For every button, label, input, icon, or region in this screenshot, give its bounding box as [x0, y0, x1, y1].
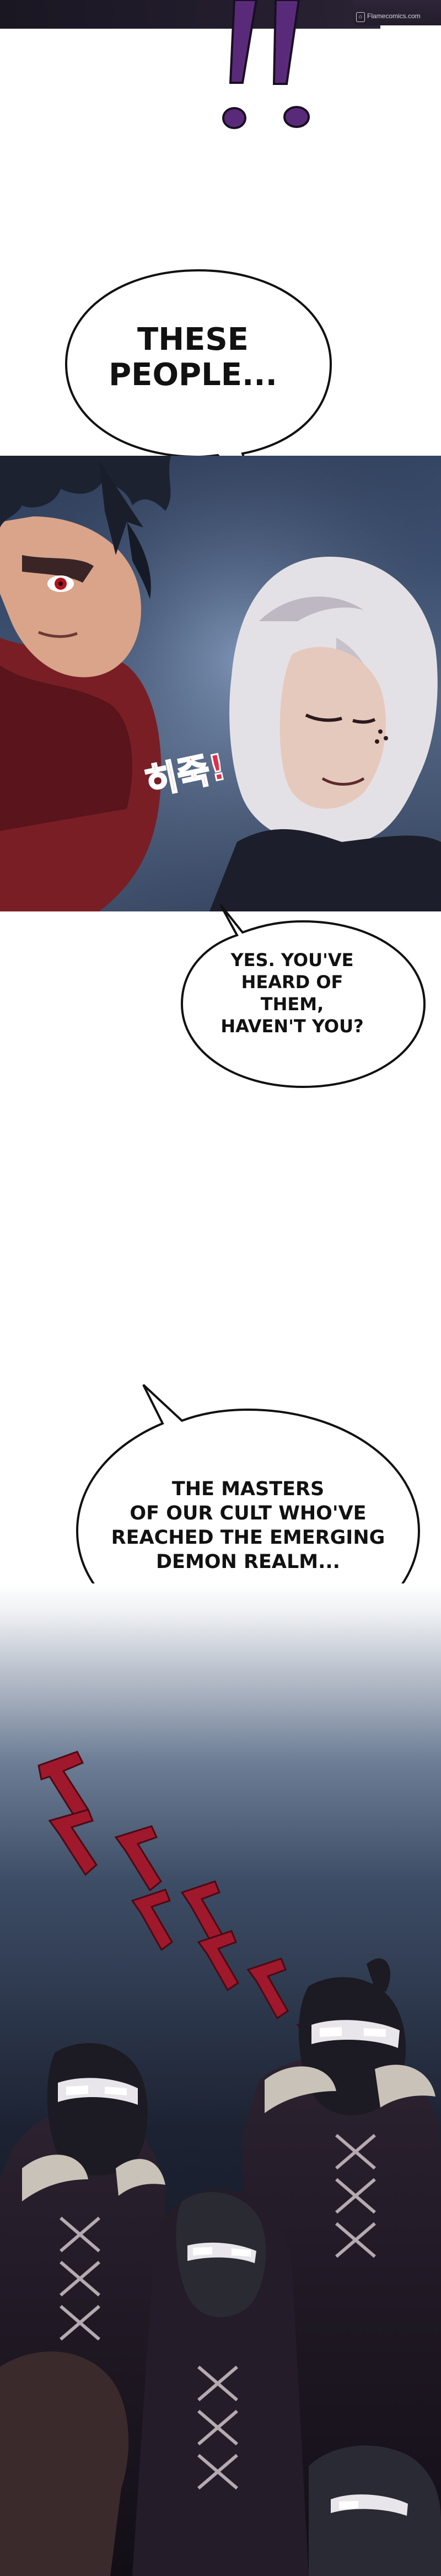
watermark-badge: ⌂ Flamecomics.com [353, 0, 441, 25]
bubble-2-text: YES. YOU'VE HEARD OF THEM, HAVEN'T YOU? [220, 950, 364, 1037]
previous-panel-strip [0, 0, 380, 29]
panel-2-illustration [0, 1751, 441, 2576]
foreground-figure-left [0, 2351, 129, 2576]
bubble-1-text: THESE PEOPLE... [109, 322, 277, 393]
bubble-3-text: THE MASTERS OF OUR CULT WHO'VE REACHED T… [111, 1478, 385, 1573]
panel-1-illustration [0, 456, 441, 911]
speech-bubble-2 [180, 904, 426, 1089]
panel-characters-smirk [0, 456, 441, 911]
foreground-figure-right [309, 2445, 441, 2576]
long-haired-figure-center [132, 2189, 309, 2576]
bookmark-icon: ⌂ [356, 12, 365, 22]
watermark-text: Flamecomics.com [367, 12, 421, 20]
panel-cult-masters [0, 1583, 441, 2576]
exclamation-marks [222, 0, 310, 129]
